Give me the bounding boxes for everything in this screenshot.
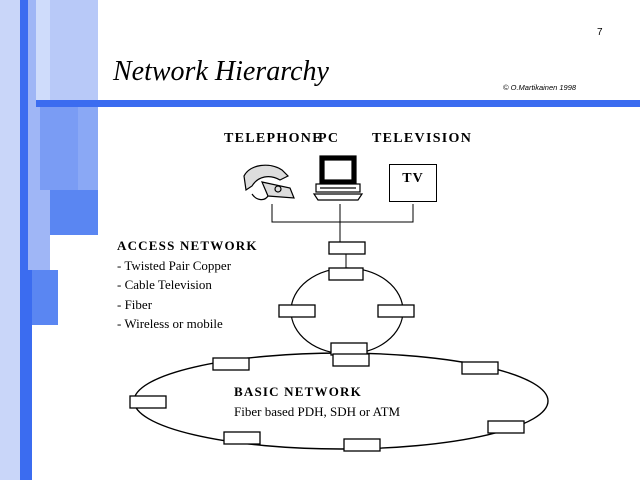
tv-icon: TV [389, 164, 437, 202]
decor-bar-9 [78, 100, 98, 190]
access-node-right [377, 304, 415, 318]
device-link-line [271, 204, 414, 223]
decor-bar-7 [50, 190, 98, 235]
tv-box-label: TV [402, 171, 424, 186]
decor-bar-5 [40, 100, 78, 190]
access-node-left [278, 304, 316, 318]
access-item: - Wireless or mobile [117, 316, 223, 331]
basic-node-gateway [332, 353, 370, 367]
access-node-bottom [330, 342, 368, 356]
title-underline [36, 100, 640, 107]
basic-node-lower-left [223, 431, 261, 445]
access-item: - Fiber [117, 297, 153, 312]
device-links [271, 204, 414, 242]
television-label: TELEVISION [372, 131, 473, 146]
access-item: - Twisted Pair Copper [117, 258, 232, 273]
pc-icon [312, 155, 364, 201]
basic-node-bottom [343, 438, 381, 452]
pc-label: PC [318, 131, 340, 146]
basic-network-subtitle: Fiber based PDH, SDH or ATM [234, 404, 401, 419]
decor-bar-8 [32, 270, 58, 325]
decor-bar-1 [0, 0, 20, 480]
access-item: - Cable Television [117, 277, 212, 292]
access-node-top [328, 241, 366, 255]
access-network-title: ACCESS NETWORK [117, 238, 258, 253]
decor-bar-6 [50, 0, 98, 100]
telephone-icon [243, 164, 295, 201]
basic-node-upper-left [212, 357, 250, 371]
decor-bar-4 [36, 0, 50, 100]
basic-node-upper-right [461, 361, 499, 375]
basic-node-left [129, 395, 167, 409]
telephone-label: TELEPHONE [224, 131, 323, 146]
slide-title: Network Hierarchy [113, 56, 329, 87]
basic-node-right [487, 420, 525, 434]
basic-network-title: BASIC NETWORK [234, 384, 362, 399]
page-number: 7 [597, 27, 603, 38]
copyright-note: © O.Martikainen 1998 [503, 83, 577, 92]
access-node-upper [328, 267, 364, 281]
